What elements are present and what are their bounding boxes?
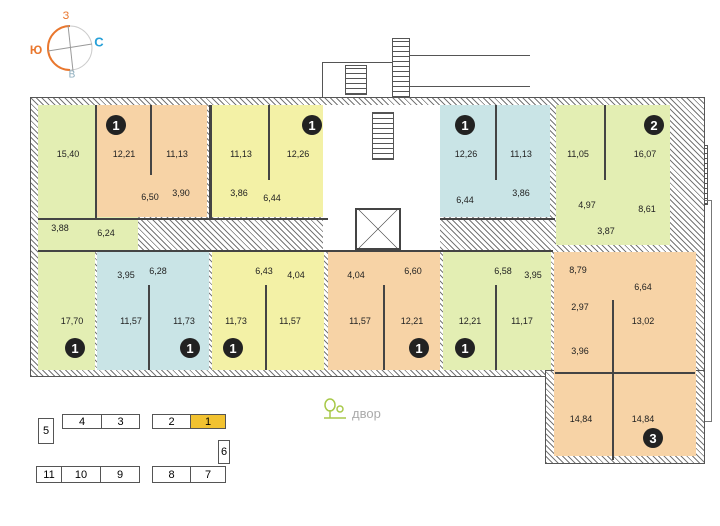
key-section-4: 4 (62, 414, 102, 429)
key-section-1-selected: 1 (190, 414, 226, 429)
key-section-11: 11 (36, 466, 62, 483)
key-section-9: 9 (100, 466, 140, 483)
room-area: 3,90 (172, 188, 190, 198)
room-area: 12,21 (458, 316, 482, 326)
key-section-10: 10 (61, 466, 101, 483)
room-area: 15,40 (56, 149, 80, 159)
room-area: 11,13 (230, 149, 252, 159)
room-count-badge: 3 (643, 428, 663, 448)
room-area: 11,73 (173, 316, 195, 326)
room-area: 4,04 (347, 270, 365, 280)
room-area: 14,84 (631, 414, 655, 424)
room-area: 3,95 (117, 270, 135, 280)
room-area: 3,96 (571, 346, 589, 356)
room-area: 4,97 (578, 200, 596, 210)
room-area: 6,44 (456, 195, 474, 205)
room-area: 3,88 (51, 223, 69, 233)
exterior-stair (345, 65, 367, 95)
room-area: 11,13 (510, 149, 532, 159)
room-area: 12,26 (454, 149, 478, 159)
room-area: 11,57 (349, 316, 371, 326)
compass-south: Ю (29, 43, 43, 57)
room-area: 12,21 (112, 149, 136, 159)
room-area: 6,44 (263, 193, 281, 203)
room-area: 3,86 (230, 188, 248, 198)
room-area: 11,17 (511, 316, 533, 326)
room-area: 2,97 (571, 302, 589, 312)
room-area: 17,70 (60, 316, 84, 326)
room-area: 6,60 (404, 266, 422, 276)
room-area: 12,26 (286, 149, 310, 159)
canopy (410, 55, 530, 87)
room-count-badge: 1 (455, 338, 475, 358)
room-area: 11,13 (166, 149, 188, 159)
room-area: 6,43 (255, 266, 273, 276)
room-area: 16,07 (633, 149, 657, 159)
room-area: 6,64 (634, 282, 652, 292)
key-section-7: 7 (190, 466, 226, 483)
stairwell (372, 112, 394, 160)
compass-west: З (62, 10, 70, 22)
key-section-3: 3 (101, 414, 140, 429)
room-area: 3,86 (512, 188, 530, 198)
room-count-badge: 2 (644, 115, 664, 135)
room-count-badge: 1 (65, 338, 85, 358)
room-area: 11,73 (225, 316, 247, 326)
room-area: 11,57 (279, 316, 301, 326)
room-area: 6,24 (97, 228, 115, 238)
room-count-badge: 1 (455, 115, 475, 135)
compass-east: В (68, 69, 76, 81)
room-area: 6,50 (141, 192, 159, 202)
apartment-fill (554, 252, 696, 456)
compass-north: С (94, 34, 104, 50)
room-count-badge: 1 (302, 115, 322, 135)
room-count-badge: 1 (106, 115, 126, 135)
room-area: 13,02 (631, 316, 655, 326)
compass-icon (47, 24, 93, 72)
room-count-badge: 1 (223, 338, 243, 358)
tree-icon (324, 398, 346, 419)
room-count-badge: 1 (180, 338, 200, 358)
room-area: 12,21 (400, 316, 424, 326)
room-count-badge: 1 (409, 338, 429, 358)
elevator (355, 208, 401, 250)
key-section-2: 2 (152, 414, 191, 429)
room-area: 8,79 (569, 265, 587, 275)
room-area: 14,84 (569, 414, 593, 424)
room-area: 6,28 (149, 266, 167, 276)
room-area: 11,05 (567, 149, 589, 159)
key-section-6: 6 (218, 440, 230, 464)
exterior-stair (392, 38, 410, 98)
room-area: 8,61 (638, 204, 656, 214)
key-section-8: 8 (152, 466, 191, 483)
room-area: 6,58 (494, 266, 512, 276)
room-area: 3,87 (597, 226, 615, 236)
room-area: 4,04 (287, 270, 305, 280)
key-section-5: 5 (38, 418, 54, 444)
room-area: 3,95 (524, 270, 542, 280)
room-area: 11,57 (120, 316, 142, 326)
